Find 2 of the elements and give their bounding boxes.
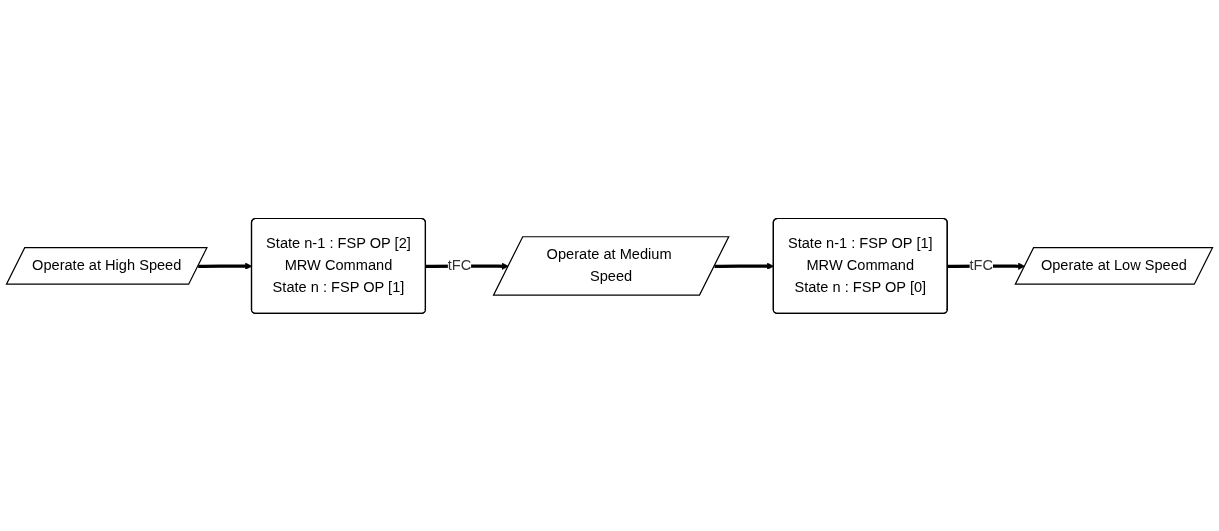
edge-label: tFC (447, 256, 472, 274)
edge-label: tFC (969, 256, 994, 274)
